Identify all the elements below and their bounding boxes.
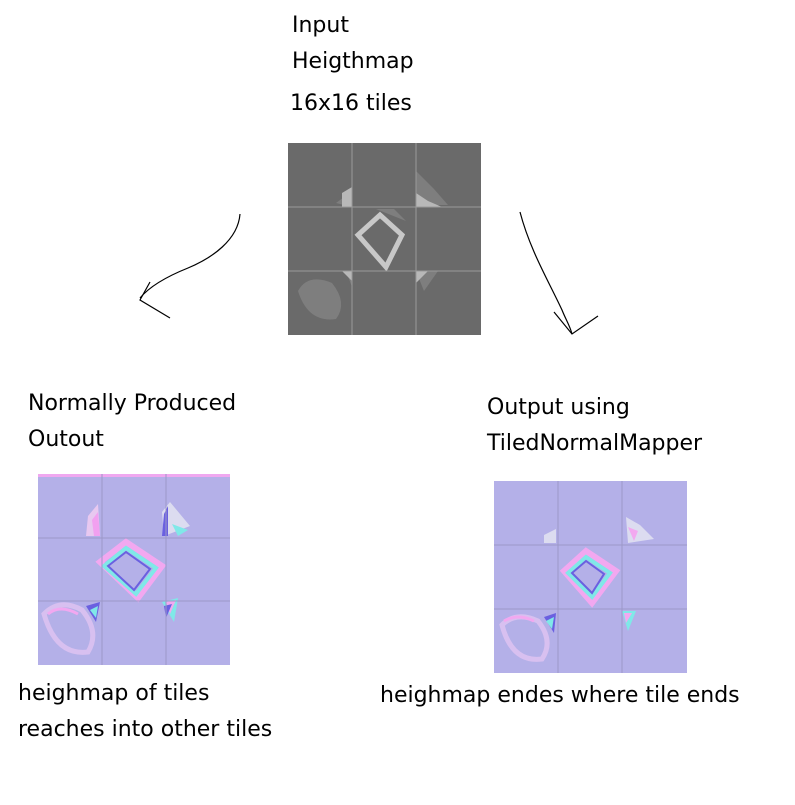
normal-map-standard-image xyxy=(38,474,230,665)
input-subtitle: 16x16 tiles xyxy=(290,91,412,116)
right-title-line1: Output using xyxy=(487,395,630,420)
input-title-line2: Heigthmap xyxy=(292,49,414,74)
left-title-line1: Normally Produced xyxy=(28,391,237,416)
left-title-line2: Outout xyxy=(28,427,104,452)
normal-map-tiled-image xyxy=(494,481,687,673)
left-caption-line2: reaches into other tiles xyxy=(18,717,273,742)
right-title-line2: TiledNormalMapper xyxy=(487,431,703,456)
input-heightmap-image xyxy=(288,143,481,335)
right-caption: heighmap endes where tile ends xyxy=(380,683,740,708)
left-caption-line1: heighmap of tiles xyxy=(18,681,210,706)
input-title-line1: Input xyxy=(292,13,349,38)
